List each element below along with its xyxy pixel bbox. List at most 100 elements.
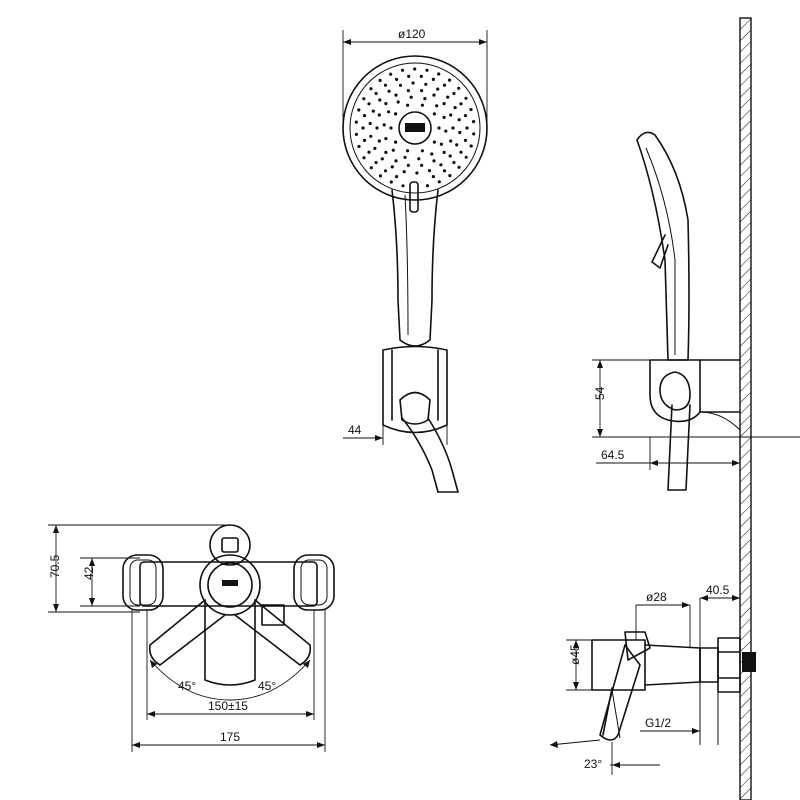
nozzle-dot — [425, 68, 429, 72]
nozzle-dot — [406, 163, 410, 167]
nozzle-dot — [383, 83, 388, 87]
nozzle-dot — [395, 77, 399, 81]
nozzle-dot — [378, 98, 382, 102]
nozzle-dot — [457, 118, 461, 122]
label-lever-angle: 23° — [584, 757, 602, 771]
nozzle-dot — [394, 159, 398, 163]
nozzle-dot — [354, 120, 358, 124]
nozzle-dot — [446, 95, 450, 99]
dim-lever-angle: 23° — [549, 739, 660, 775]
dim-wall-offset: 64.5 — [596, 437, 740, 470]
nozzle-dot — [449, 113, 453, 117]
nozzle-dot — [369, 87, 373, 91]
label-holder-offset: 44 — [348, 423, 362, 437]
label-body-diameter: ø45 — [568, 644, 582, 665]
nozzle-dot — [371, 109, 375, 113]
nozzle-dot — [427, 169, 432, 173]
nozzle-dot — [439, 142, 443, 146]
nozzle-dot — [435, 104, 439, 108]
mixer-side-view — [591, 631, 756, 745]
dim-outlet-length: 40.5 — [699, 583, 740, 648]
label-body-height: 70.5 — [48, 554, 62, 578]
nozzle-dot — [459, 150, 463, 154]
nozzle-dot — [398, 83, 403, 87]
wall — [739, 17, 752, 800]
nozzle-dot — [448, 174, 452, 178]
nozzle-dot — [420, 103, 424, 107]
nozzle-dot — [420, 149, 424, 153]
nozzle-dot — [384, 137, 388, 141]
nozzle-dot — [431, 175, 435, 179]
dim-thread: G1/2 — [640, 716, 700, 734]
nozzle-dot — [432, 93, 436, 97]
nozzle-dot — [368, 121, 372, 126]
nozzle-dot — [394, 93, 398, 97]
nozzle-dot — [378, 174, 383, 178]
nozzle-dot — [472, 132, 476, 136]
nozzle-dot — [413, 67, 417, 71]
nozzle-dot — [374, 91, 378, 96]
nozzle-dot — [394, 112, 398, 116]
dim-handle-diameter: ø28 — [635, 590, 691, 648]
nozzle-dot — [436, 87, 440, 91]
nozzle-dot — [390, 165, 394, 169]
hand-shower-front-view — [342, 55, 488, 493]
mixer-front-view — [122, 524, 335, 686]
nozzle-dot — [432, 112, 436, 116]
nozzle-dot — [382, 123, 386, 127]
nozzle-dot — [420, 163, 424, 167]
nozzle-dot — [367, 102, 371, 106]
nozzle-dot — [448, 154, 452, 158]
nozzle-dot — [449, 139, 453, 143]
nozzle-dot — [402, 170, 406, 174]
nozzle-dot — [424, 82, 428, 86]
nozzle-dot — [362, 97, 366, 101]
nozzle-dot — [369, 166, 373, 170]
nozzle-dot — [472, 120, 476, 124]
nozzle-dot — [394, 140, 398, 144]
nozzle-dot — [389, 126, 393, 130]
nozzle-dot — [417, 157, 421, 161]
nozzle-dot — [431, 77, 435, 81]
nozzle-dot — [463, 138, 468, 142]
nozzle-dot — [442, 115, 446, 119]
nozzle-dot — [425, 184, 430, 188]
dim-holder-height: 54 — [592, 359, 800, 438]
nozzle-dot — [380, 157, 384, 161]
nozzle-dot — [452, 91, 456, 96]
nozzle-dot — [378, 78, 382, 82]
nozzle-dot — [396, 100, 400, 104]
nozzle-dot — [439, 163, 443, 167]
dim-body-height: 70.5 — [48, 524, 230, 613]
nozzle-dot — [406, 89, 410, 93]
nozzle-dot — [452, 160, 456, 165]
label-overall-width: 175 — [220, 730, 240, 744]
nozzle-dot — [389, 180, 393, 184]
nozzle-dot — [451, 126, 455, 130]
nozzle-dot — [383, 169, 388, 173]
nozzle-dot — [442, 150, 446, 154]
dim-handle-height: 42 — [80, 557, 140, 607]
nozzle-dot — [377, 139, 381, 143]
nozzle-dot — [464, 155, 468, 159]
nozzle-dot — [455, 143, 459, 147]
nozzle-dot — [463, 114, 468, 118]
nozzle-dot — [362, 156, 366, 160]
nozzle-dot — [457, 86, 461, 90]
label-holder-height: 54 — [593, 386, 607, 400]
label-outlet-length: 40.5 — [706, 583, 730, 597]
nozzle-dot — [361, 126, 365, 130]
nozzle-dot — [354, 132, 358, 136]
label-handle-height: 42 — [82, 566, 96, 580]
nozzle-dot — [458, 130, 462, 135]
nozzle-dot — [406, 149, 410, 153]
nozzle-dot — [437, 126, 441, 130]
nozzle-dot — [442, 83, 447, 87]
nozzle-dot — [367, 150, 371, 154]
label-centers: 150±15 — [208, 699, 248, 713]
nozzle-dot — [420, 89, 424, 93]
nozzle-dot — [384, 102, 388, 106]
nozzle-dot — [362, 138, 367, 142]
nozzle-dot — [423, 97, 427, 101]
